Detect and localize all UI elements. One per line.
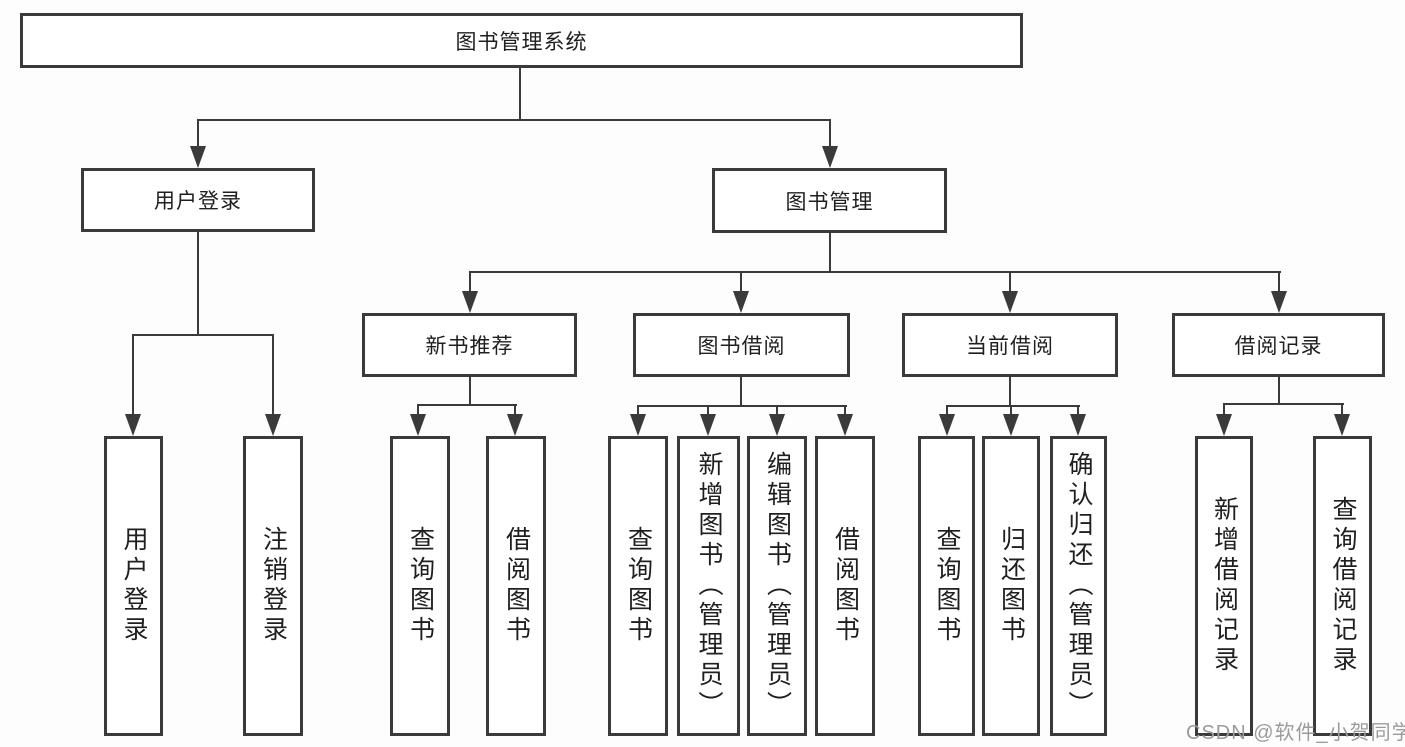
leaf-logout: 注销登录 (243, 436, 303, 736)
leaf-query-borrow-record: 查询借阅记录 (1313, 436, 1372, 736)
leaf-add-borrow-record: 新增借阅记录 (1195, 436, 1253, 736)
arrow-down-icon (1334, 414, 1350, 436)
connector-records-drop2 (1341, 403, 1343, 418)
node-book-borrowing: 图书借阅 (633, 313, 850, 377)
connector-recommend-drop2 (514, 404, 516, 418)
connector-userlogin-drop1 (132, 334, 134, 416)
arrow-down-icon (462, 291, 478, 313)
connector-records-bar (1223, 403, 1344, 405)
arrow-down-icon (1070, 414, 1086, 436)
leaf-query-books-borrowing: 查询图书 (608, 436, 668, 736)
connector-current-bar (946, 405, 1080, 407)
connector-userlogin-stem (197, 232, 199, 336)
arrow-down-icon (1002, 291, 1018, 313)
arrow-down-icon (125, 414, 141, 436)
node-new-book-recommend: 新书推荐 (362, 313, 577, 377)
arrow-down-icon (1271, 291, 1287, 313)
connector-current-drop3 (1077, 405, 1079, 418)
connector-borrowing-drop4 (844, 405, 846, 418)
arrow-down-icon (700, 414, 716, 436)
connector-current-drop1 (946, 405, 948, 418)
connector-bookmgmt-stem (829, 233, 831, 273)
connector-root-drop-right (829, 119, 831, 148)
connector-recommend-bar (417, 404, 517, 406)
connector-root-stem (519, 68, 521, 120)
connector-bookmgmt-drop4 (1278, 271, 1280, 293)
leaf-borrow-books-recommend: 借阅图书 (486, 436, 546, 736)
node-user-login: 用户登录 (81, 168, 315, 232)
leaf-borrow-books: 借阅图书 (815, 436, 875, 736)
arrow-down-icon (507, 414, 523, 436)
leaf-user-login: 用户登录 (104, 436, 163, 736)
node-book-management: 图书管理 (712, 168, 947, 233)
node-current-borrowing: 当前借阅 (902, 313, 1118, 377)
leaf-query-books-recommend: 查询图书 (390, 436, 450, 736)
connector-borrowing-drop3 (776, 405, 778, 418)
arrow-down-icon (822, 146, 838, 168)
leaf-add-books-admin: 新增图书（管理员） (677, 436, 740, 736)
leaf-return-books: 归还图书 (982, 436, 1040, 736)
arrow-down-icon (1216, 414, 1232, 436)
connector-borrowing-drop2 (707, 405, 709, 418)
leaf-confirm-return-admin: 确认归还（管理员） (1050, 436, 1107, 736)
arrow-down-icon (733, 291, 749, 313)
connector-bookmgmt-bar (469, 271, 1281, 273)
node-root-library-system: 图书管理系统 (20, 13, 1023, 68)
arrow-down-icon (190, 146, 206, 168)
connector-bookmgmt-drop2 (740, 271, 742, 293)
arrow-down-icon (630, 414, 646, 436)
connector-bookmgmt-drop3 (1009, 271, 1011, 293)
arrow-down-icon (265, 414, 281, 436)
connector-records-drop1 (1223, 403, 1225, 418)
arrow-down-icon (1003, 414, 1019, 436)
connector-userlogin-bar (132, 334, 274, 336)
leaf-edit-books-admin: 编辑图书（管理员） (747, 436, 807, 736)
arrow-down-icon (939, 414, 955, 436)
arrow-down-icon (769, 414, 785, 436)
connector-current-drop2 (1010, 405, 1012, 418)
connector-recommend-drop1 (417, 404, 419, 418)
connector-records-stem (1278, 377, 1280, 405)
csdn-watermark: CSDN @软件_小贺同学 (1186, 722, 1405, 744)
leaf-query-books-current: 查询图书 (918, 436, 975, 736)
connector-borrowing-stem (740, 377, 742, 407)
arrow-down-icon (837, 414, 853, 436)
connector-root-drop-left (197, 119, 199, 148)
connector-borrowing-bar (637, 405, 847, 407)
node-borrow-records: 借阅记录 (1172, 313, 1385, 377)
connector-userlogin-drop2 (272, 334, 274, 416)
arrow-down-icon (410, 414, 426, 436)
connector-bookmgmt-drop1 (469, 271, 471, 293)
connector-borrowing-drop1 (637, 405, 639, 418)
connector-current-stem (1009, 377, 1011, 407)
connector-recommend-stem (469, 377, 471, 406)
connector-root-bar (197, 119, 831, 121)
